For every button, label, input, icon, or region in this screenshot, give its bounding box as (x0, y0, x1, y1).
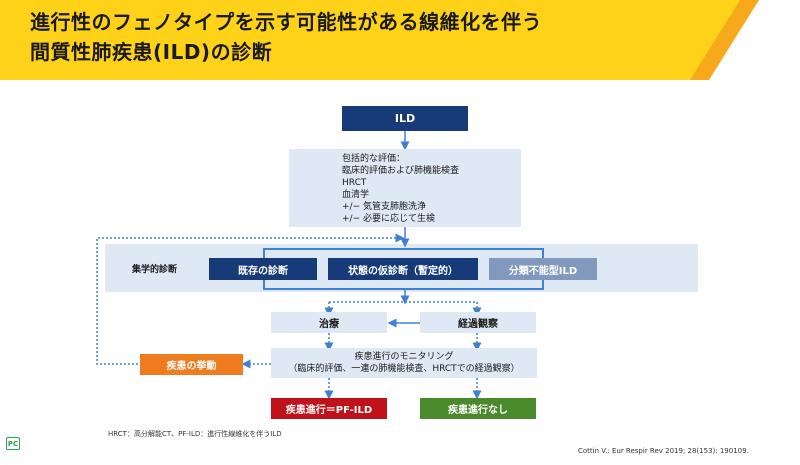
progression-box: 疾患進行＝PF-ILD (271, 398, 387, 419)
ild-box: ILD (342, 106, 468, 131)
provisional-dx-box: 状態の仮診断（暫定的） (328, 258, 478, 280)
feedback-loop (96, 233, 405, 365)
monitoring-box: 疾患進行のモニタリング （臨床的評価、一連の肺機能検査、HRCTでの経過観察） (271, 348, 537, 378)
evaluation-box: 包括的な評価： 臨床的評価および肺機能検査 HRCT 血清学 +/− 気管支肺胞… (289, 149, 521, 227)
monitoring-title: 疾患進行のモニタリング (354, 352, 454, 362)
eval-line: +/− 必要に応じて生検 (342, 214, 435, 224)
observation-box: 経過観察 (420, 312, 536, 333)
monitoring-detail: （臨床的評価、一連の肺機能検査、HRCTでの経過観察） (288, 364, 520, 374)
existing-dx-box: 既存の診断 (209, 258, 317, 280)
citation: Cottin V.: Eur Respir Rev 2019; 28(153):… (578, 447, 749, 455)
eval-line: 血清学 (342, 190, 370, 200)
disease-behavior-box: 疾患の挙動 (140, 354, 243, 375)
brand-logo: PC (6, 437, 20, 450)
eval-line: 包括的な評価： (342, 154, 406, 164)
header-background (0, 0, 759, 80)
eval-line: +/− 気管支肺胞洗浄 (342, 202, 426, 212)
abbreviation-note: HRCT：高分解能CT、PF-ILD：進行性線維化を伴うILD (108, 430, 282, 438)
treatment-box: 治療 (271, 312, 387, 333)
unclassifiable-box: 分類不能型ILD (489, 258, 597, 280)
no-progression-box: 疾患進行なし (420, 398, 536, 419)
page-title: 進行性のフェノタイプを示す可能性がある線維化を伴う 間質性肺疾患(ILD)の診断 (30, 10, 543, 64)
eval-line: HRCT (342, 178, 367, 188)
eval-line: 臨床的評価および肺機能検査 (342, 166, 460, 176)
mdd-label: 集学的診断 (132, 265, 178, 275)
header-banner: 進行性のフェノタイプを示す可能性がある線維化を伴う 間質性肺疾患(ILD)の診断 (0, 0, 800, 80)
